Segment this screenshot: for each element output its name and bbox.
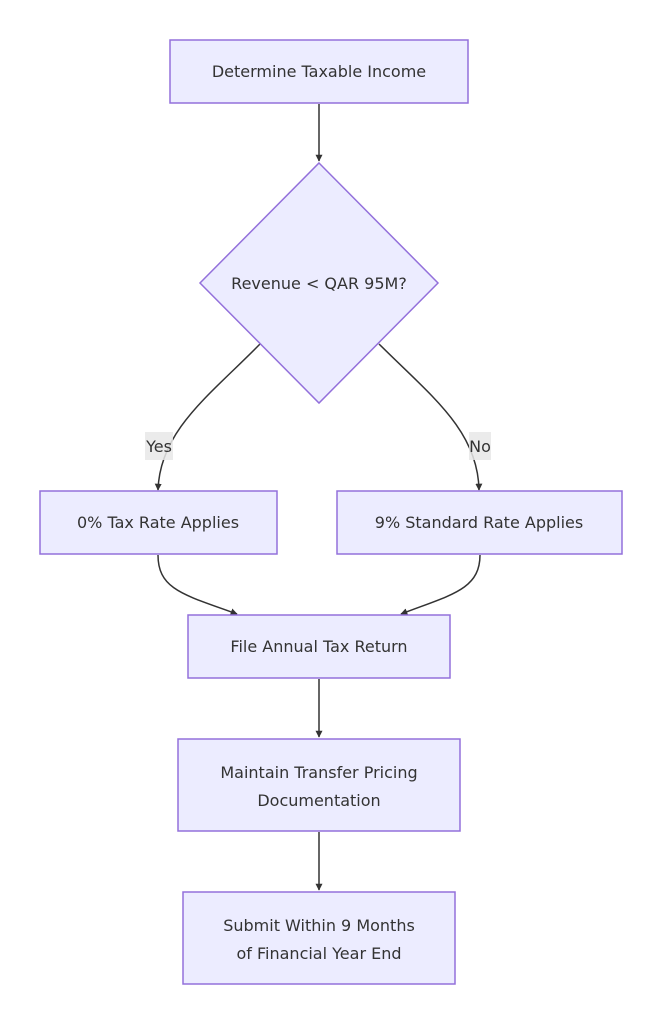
node-label-line-2: of Financial Year End [236, 944, 401, 963]
node-determine-taxable-income: Determine Taxable Income [169, 39, 469, 104]
edge-label-bg [145, 432, 173, 460]
node-label-line-1: Submit Within 9 Months [223, 916, 415, 935]
edge-line [154, 343, 261, 491]
edge-label-text: Yes [145, 437, 172, 456]
edge-zero-rate-to-file [157, 554, 238, 616]
node-standard-rate: 9% Standard Rate Applies [336, 490, 623, 555]
node-label: File Annual Tax Return [230, 637, 407, 656]
node-zero-tax-rate: 0% Tax Rate Applies [39, 490, 278, 555]
edge-line [378, 343, 483, 491]
node-transfer-pricing: Maintain Transfer Pricing Documentation [177, 738, 461, 832]
edge-label-bg [469, 432, 491, 460]
node-file-annual-return: File Annual Tax Return [187, 614, 451, 679]
node-submit-deadline: Submit Within 9 Months of Financial Year… [182, 891, 456, 985]
node-box [177, 738, 461, 832]
node-label: 0% Tax Rate Applies [77, 513, 239, 532]
node-box [182, 891, 456, 985]
node-box [187, 614, 451, 679]
node-label-line-2: Documentation [257, 791, 380, 810]
edge-label-no: No [469, 432, 491, 460]
edge-line [400, 554, 481, 615]
edge-decision-no [378, 343, 483, 491]
decision-diamond [198, 161, 440, 405]
edge-label-yes: Yes [145, 432, 173, 460]
node-revenue-decision: Revenue < QAR 95M? [198, 161, 440, 405]
node-box [39, 490, 278, 555]
node-box [336, 490, 623, 555]
node-label: Revenue < QAR 95M? [231, 274, 407, 293]
node-label: 9% Standard Rate Applies [375, 513, 583, 532]
edge-line [157, 554, 238, 616]
node-label-line-1: Maintain Transfer Pricing [220, 763, 417, 782]
edge-decision-yes [154, 343, 261, 491]
edge-label-text: No [469, 437, 491, 456]
edge-standard-rate-to-file [400, 554, 481, 615]
node-box [169, 39, 469, 104]
node-label: Determine Taxable Income [212, 62, 426, 81]
